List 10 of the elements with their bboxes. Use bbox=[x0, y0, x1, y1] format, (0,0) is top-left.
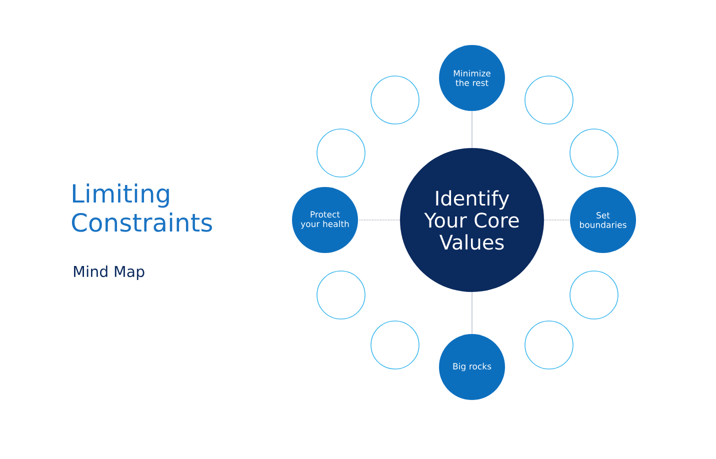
empty-circle bbox=[316, 270, 366, 320]
empty-circle bbox=[524, 76, 574, 124]
empty-circle bbox=[316, 128, 366, 178]
empty-circle bbox=[370, 76, 420, 124]
empty-circle bbox=[570, 270, 618, 320]
empty-circle bbox=[570, 128, 618, 178]
title: Limiting Constraints bbox=[72, 184, 212, 232]
subtitle: Mind Map bbox=[74, 266, 144, 280]
empty-circle bbox=[370, 320, 420, 370]
empty-circle bbox=[524, 320, 574, 370]
